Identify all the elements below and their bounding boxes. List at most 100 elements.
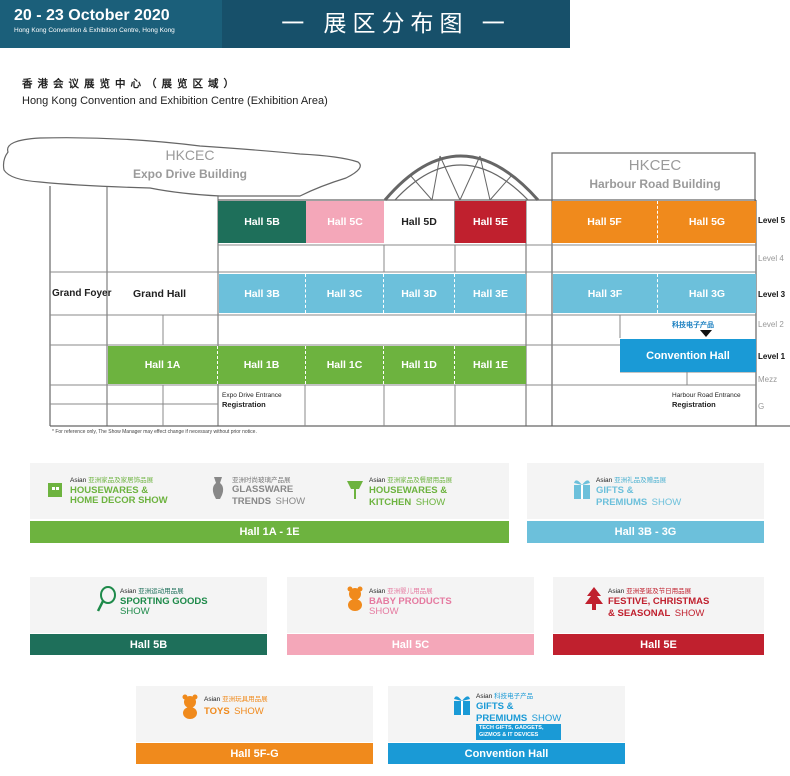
expo-drive-building-roof xyxy=(2,137,361,197)
banner-festive-christmas[interactable]: Hall 5E xyxy=(553,577,764,655)
show-line1: HOUSEWARES & xyxy=(70,485,149,496)
level-label: Level 3 xyxy=(758,290,786,299)
hall-3d[interactable]: Hall 3D xyxy=(384,274,455,313)
expo-entrance-name: Expo Drive Entrance xyxy=(222,392,282,399)
banner-logo-area xyxy=(30,463,509,519)
show-line1: SPORTING GOODS xyxy=(120,596,208,607)
convention-hall[interactable]: Convention Hall xyxy=(620,339,756,372)
house-icon xyxy=(48,483,62,497)
sporting-goods-logo: Asian 亚洲运动用品展 SPORTING GOODS SHOW xyxy=(96,586,208,617)
banner-logo-area xyxy=(553,577,764,633)
asian-label: Asian xyxy=(70,477,87,484)
expo-building-name: HKCEC xyxy=(165,147,215,163)
banner-hall-bar: Hall 5C xyxy=(287,634,534,655)
level-label: Mezz xyxy=(758,375,778,384)
banner-hall-bar: Hall 5E xyxy=(553,634,764,655)
show-line1b: SHOW xyxy=(234,706,264,717)
banner-gifts-premiums[interactable]: Hall 3B - 3G xyxy=(527,463,764,543)
gift-icon xyxy=(574,480,590,499)
header-date-panel xyxy=(0,0,222,48)
show-cn: 亚洲运动用品展 xyxy=(138,587,184,595)
hall-1d[interactable]: Hall 1D xyxy=(384,346,455,384)
teddy-bear-icon xyxy=(182,694,198,719)
expo-building-sub: Expo Drive Building xyxy=(132,167,247,181)
show-cn: 亚洲礼品及赠品展 xyxy=(614,476,667,484)
grand-foyer[interactable]: Grand Foyer xyxy=(52,288,112,299)
show-line2b: SHOW xyxy=(275,496,306,507)
event-venue: Hong Kong Convention & Exhibition Centre… xyxy=(14,27,175,34)
banner-housewares-group[interactable]: Hall 1A - 1E xyxy=(30,463,509,543)
level-label: G xyxy=(758,402,765,411)
hall-5c[interactable]: Hall 5C xyxy=(306,201,384,243)
show-line2b: SHOW xyxy=(674,608,705,619)
venue-title-en: Hong Kong Convention and Exhibition Cent… xyxy=(22,95,328,107)
hall-1e[interactable]: Hall 1E xyxy=(455,346,526,384)
show-line2b: SHOW xyxy=(415,497,446,508)
hall-1a[interactable]: Hall 1A xyxy=(108,346,218,384)
show-cn: 亚洲家品及家居饰品展 xyxy=(88,476,154,484)
show-line1: GLASSWARE xyxy=(232,484,294,495)
hall-5e[interactable]: Hall 5E xyxy=(455,201,526,243)
header-title-panel xyxy=(222,0,570,48)
harbour-building-name: HKCEC xyxy=(628,157,682,174)
hall-3f[interactable]: Hall 3F xyxy=(553,274,658,313)
show-line1: BABY PRODUCTS xyxy=(369,596,452,607)
tech-gifts-premiums-logo: Asian 科技电子产品 GIFTS & PREMIUMS SHOW TECH … xyxy=(452,691,562,740)
expo-entrance[interactable]: Expo Drive Entrance Registration xyxy=(222,391,332,410)
banner-hall-bar: Hall 3B - 3G xyxy=(527,521,764,543)
hall-5f[interactable]: Hall 5F xyxy=(552,201,658,243)
kitchen-icon xyxy=(347,481,363,499)
level-label: Level 2 xyxy=(758,320,784,329)
hall-3e[interactable]: Hall 3E xyxy=(455,274,526,313)
hall-5b[interactable]: Hall 5B xyxy=(218,201,306,243)
hall-3b[interactable]: Hall 3B xyxy=(219,274,306,313)
show-line2a: KITCHEN xyxy=(369,497,412,508)
page-title: 一 展区分布图 一 xyxy=(281,11,511,37)
show-line2: HOME DECOR SHOW xyxy=(70,495,168,506)
teddy-bear-icon xyxy=(347,586,363,611)
baby-products-logo: Asian 亚洲婴儿用品展 BABY PRODUCTS SHOW xyxy=(345,586,452,617)
hall-5d[interactable]: Hall 5D xyxy=(384,201,455,243)
hall-5g[interactable]: Hall 5G xyxy=(658,201,756,243)
hall-1c[interactable]: Hall 1C xyxy=(306,346,384,384)
arch-bridge xyxy=(383,154,540,201)
banner-baby-products[interactable]: Hall 5C xyxy=(287,577,534,655)
banner-toys[interactable]: Hall 5F-G xyxy=(136,686,373,764)
show-cn: 亚洲家品及餐厨用品展 xyxy=(387,476,453,484)
level-label: Level 4 xyxy=(758,254,784,263)
banner-logo-area xyxy=(527,463,764,519)
grand-hall[interactable]: Grand Hall xyxy=(133,288,187,300)
asian-label: Asian xyxy=(369,477,386,484)
asian-label: Asian xyxy=(476,693,493,700)
show-line3: TECH GIFTS, GADGETS, xyxy=(479,725,544,731)
banner-hall-bar: Convention Hall xyxy=(388,743,625,764)
show-line2b: SHOW xyxy=(651,497,682,508)
show-line1a: TOYS xyxy=(204,706,230,717)
show-line1: GIFTS & xyxy=(476,701,514,712)
asian-label: Asian xyxy=(204,696,221,703)
show-cn: 科技电子产品 xyxy=(494,692,534,700)
expo-registration: Registration xyxy=(222,400,266,409)
show-cn: 亚洲婴儿用品展 xyxy=(387,587,433,595)
show-cn: 亚洲玩具用品展 xyxy=(222,695,268,703)
show-line2a: TRENDS xyxy=(232,496,272,507)
show-line2: SHOW xyxy=(369,606,399,617)
banner-sporting-goods[interactable]: Hall 5B xyxy=(30,577,267,655)
venue-title-cn: 香港会议展览中心（展览区域） xyxy=(22,78,239,90)
banner-logo-area xyxy=(287,577,534,633)
gift-icon xyxy=(454,696,470,715)
show-line1: HOUSEWARES & xyxy=(369,485,448,496)
gifts-premiums-logo: Asian 亚洲礼品及赠品展 GIFTS & PREMIUMS SHOW xyxy=(572,475,681,508)
level-label: Level 1 xyxy=(758,352,786,361)
asian-label: Asian xyxy=(608,588,625,595)
hall-1b[interactable]: Hall 1B xyxy=(218,346,306,384)
show-cn: 亚洲圣诞及节日用品展 xyxy=(626,587,692,595)
toys-logo: Asian 亚洲玩具用品展 TOYS SHOW xyxy=(180,694,268,720)
show-line1: GIFTS & xyxy=(596,485,634,496)
banner-hall-bar: Hall 1A - 1E xyxy=(30,521,509,543)
harbour-entrance[interactable]: Harbour Road Entrance Registration xyxy=(672,391,752,410)
banner-hall-bar: Hall 5B xyxy=(30,634,267,655)
housewares-kitchen-logo: Asian 亚洲家品及餐厨用品展 HOUSEWARES & KITCHEN SH… xyxy=(345,475,452,508)
hall-3g[interactable]: Hall 3G xyxy=(658,274,756,313)
hall-3c[interactable]: Hall 3C xyxy=(306,274,384,313)
